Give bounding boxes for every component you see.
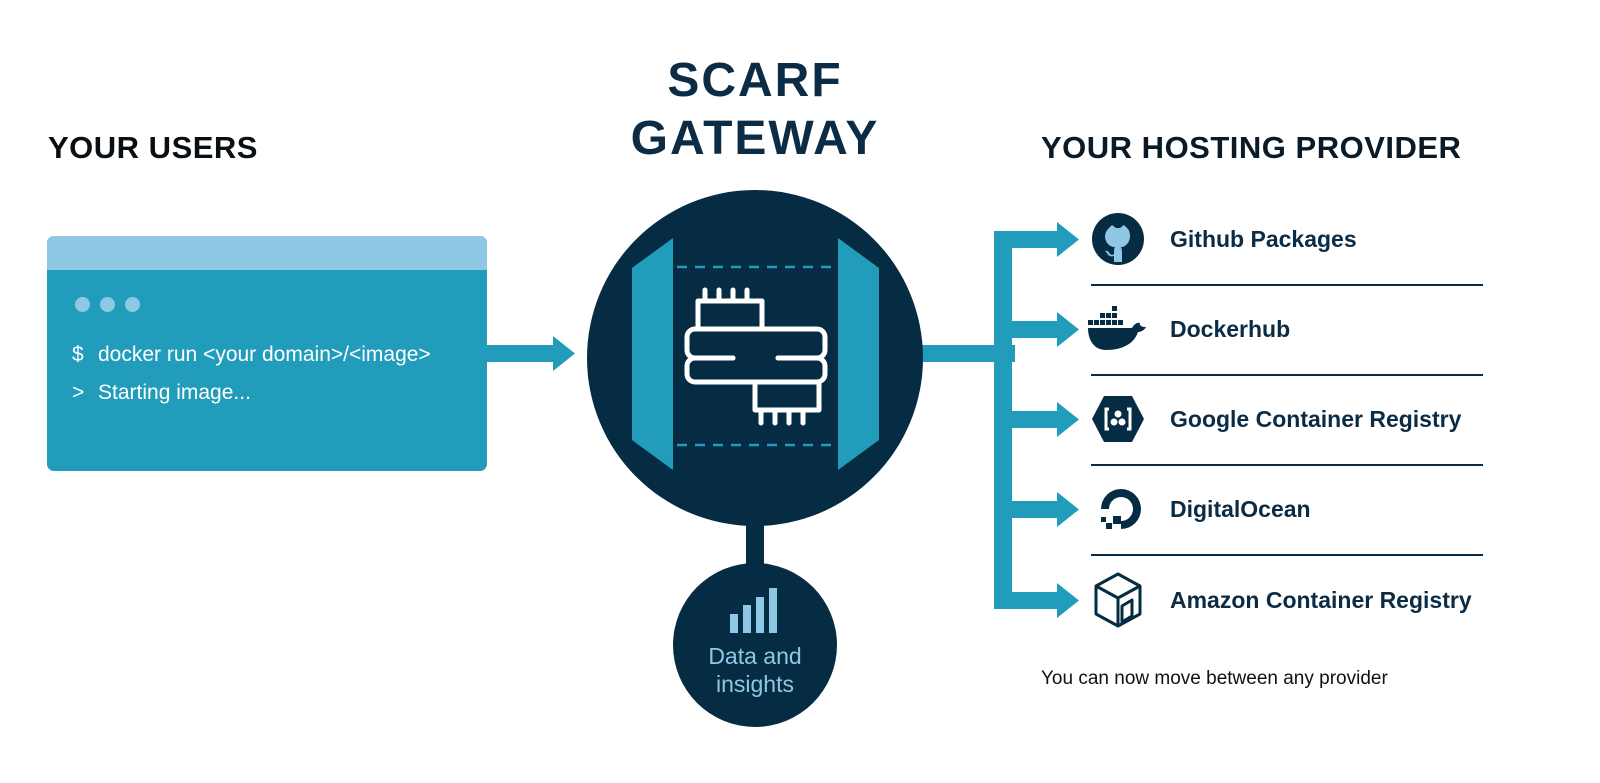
provider-github[interactable]: Github Packages [1090,194,1485,284]
provider-note: You can now move between any provider [1041,668,1388,689]
gateway-title-line1: SCARF [667,54,843,107]
arrow-dockerhub [1003,312,1079,347]
divider [1091,284,1483,286]
your-users-heading: YOUR USERS [48,130,258,165]
divider [1091,374,1483,376]
gateway-title-line2: GATEWAY [630,112,880,165]
gateway-node [587,190,923,526]
insights-label-line2: insights [716,671,794,697]
provider-label: Dockerhub [1170,315,1291,342]
gateway-title: SCARF GATEWAY [600,52,910,168]
insights-circle [673,563,837,727]
insights-label-line1: Data and [708,643,802,669]
gateway-to-insights-stem [746,520,764,570]
window-dots [75,297,140,312]
provider-label: Google Container Registry [1170,405,1462,432]
terminal-window: $ docker run <your domain>/<image> > Start… [47,236,487,471]
window-dot [75,297,90,312]
provider-google-container-registry[interactable]: Google Container Registry [1090,374,1485,464]
provider-label: DigitalOcean [1170,495,1311,522]
command-text: docker run <your domain>/<image> [98,343,431,366]
divider [1091,554,1483,556]
github-icon [1090,211,1146,267]
bar-chart-icon [730,588,777,633]
arrow-google [1003,402,1079,437]
prompt-symbol: $ [72,343,84,366]
digitalocean-icon [1090,481,1146,537]
docker-whale-icon [1088,301,1146,357]
terminal-command-line: $ docker run <your domain>/<image> [72,343,431,367]
google-container-registry-icon [1090,391,1146,447]
provider-amazon-container-registry[interactable]: Amazon Container Registry [1090,555,1485,645]
provider-digitalocean[interactable]: DigitalOcean [1090,464,1485,554]
amazon-ecr-cube-icon [1090,572,1146,628]
arrow-digitalocean [1003,492,1079,527]
arrow-amazon [994,583,1079,618]
terminal-output-line: > Starting image... [72,381,251,405]
insights-node [673,563,837,727]
hosting-provider-heading: YOUR HOSTING PROVIDER [1041,130,1462,165]
insights-label: Data and insights [675,642,835,698]
window-dot [100,297,115,312]
scarf-logo-icon [684,287,828,426]
output-text: Starting image... [98,381,251,404]
divider [1091,464,1483,466]
terminal-title-bar [47,236,487,270]
gateway-left-panel [632,238,673,470]
provider-label: Amazon Container Registry [1170,586,1472,613]
gateway-right-panel [838,238,879,470]
window-dot [125,297,140,312]
terminal-to-gateway-arrow [487,336,575,371]
provider-label: Github Packages [1170,225,1357,252]
provider-dockerhub[interactable]: Dockerhub [1088,284,1485,374]
gateway-to-providers-arrows [920,222,1079,618]
prompt-symbol: > [72,381,85,404]
arrow-github [994,222,1079,257]
